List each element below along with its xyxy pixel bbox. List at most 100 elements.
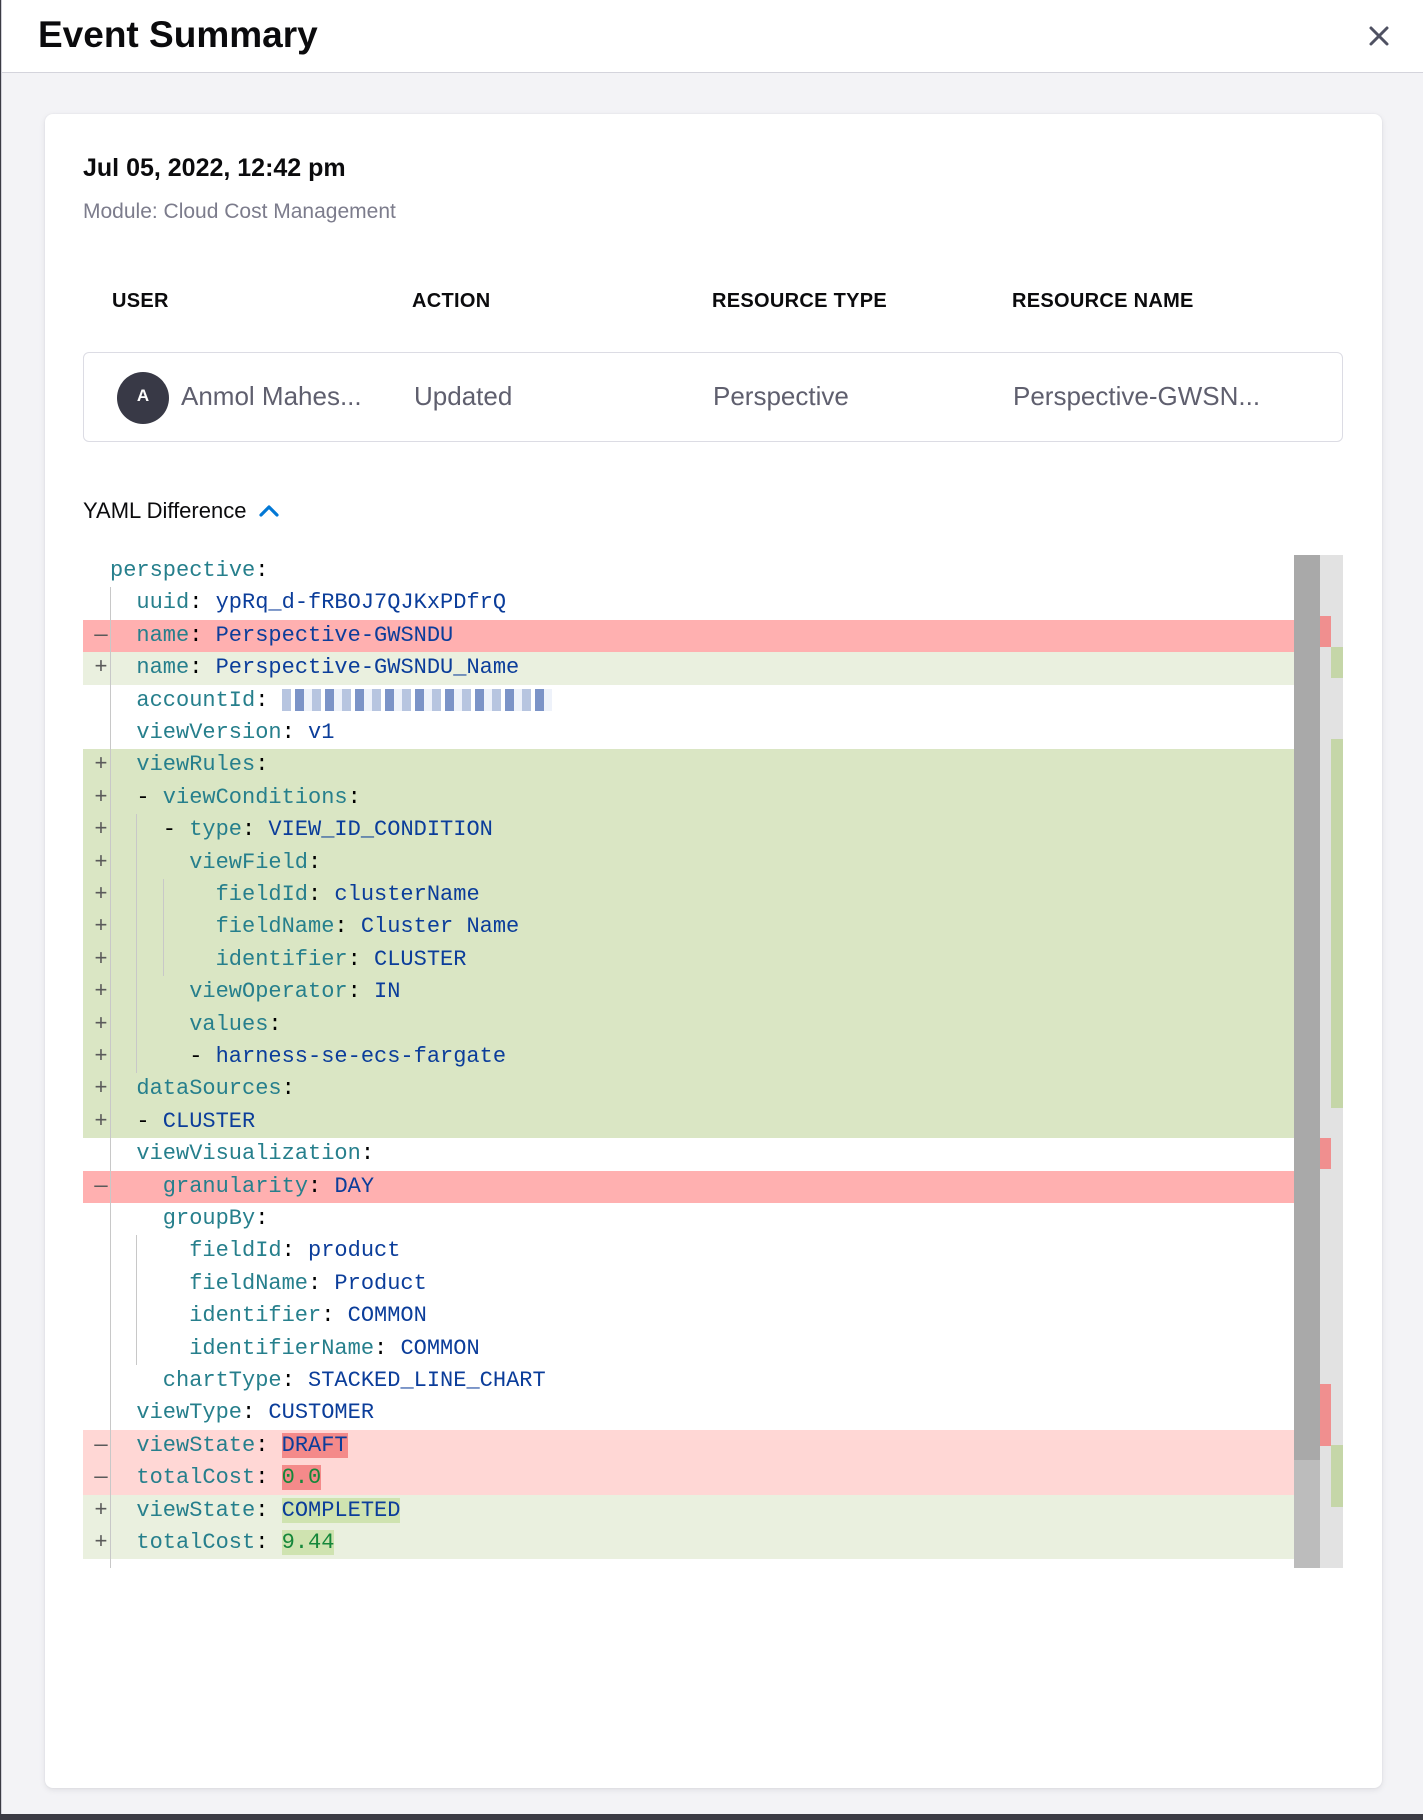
- indent-guide: [162, 879, 164, 977]
- diff-code: perspective:: [110, 555, 282, 587]
- diff-line: —viewState: DRAFT: [83, 1429, 1294, 1463]
- table-row[interactable]: A Anmol Mahes... Updated Perspective Per…: [83, 352, 1343, 442]
- diff-line: +fieldId: clusterName: [83, 879, 1294, 912]
- indent-guide: [136, 814, 138, 1074]
- diff-line: perspective:: [83, 555, 1294, 587]
- diff-marker: —: [94, 1465, 108, 1491]
- yaml-colon: :: [189, 590, 216, 616]
- diff-line: viewVersion: v1: [83, 717, 1294, 749]
- yaml-key: values: [189, 1011, 269, 1037]
- yaml-value: Perspective-GWSNDU: [215, 622, 454, 648]
- yaml-value: CLUSTER: [374, 946, 467, 972]
- cell-user: Anmol Mahes...: [181, 381, 362, 411]
- drawer-header: Event Summary: [2, 0, 1423, 73]
- diff-code: identifierName: COMMON: [189, 1333, 479, 1365]
- diff-scrollbar-thumb[interactable]: [1294, 555, 1320, 1460]
- cell-action: Updated: [414, 381, 513, 411]
- yaml-key: viewConditions: [162, 784, 348, 810]
- diff-line: accountId:: [83, 685, 1294, 717]
- close-button[interactable]: [1363, 20, 1395, 52]
- yaml-colon: :: [360, 1141, 388, 1167]
- diff-code: viewVersion: v1: [136, 717, 334, 749]
- column-resource-name: RESOURCE NAME: [1012, 290, 1194, 312]
- diff-line: —totalCost: 0.0: [83, 1462, 1294, 1495]
- yaml-key: fieldId: [215, 882, 309, 907]
- yaml-key: uuid: [136, 590, 190, 616]
- diff-line: +- harness-se-ecs-fargate: [83, 1041, 1294, 1074]
- yaml-colon: :: [374, 1335, 401, 1361]
- close-icon: [1369, 26, 1389, 46]
- diff-code: viewState: COMPLETED: [136, 1495, 401, 1527]
- overview-addition-marker: [1331, 892, 1343, 924]
- event-card: Jul 05, 2022, 12:42 pm Module: Cloud Cos…: [45, 114, 1382, 1788]
- yaml-colon: :: [308, 849, 335, 875]
- diff-code: totalCost: 9.44: [136, 1527, 335, 1559]
- yaml-key: name: [136, 655, 190, 681]
- yaml-colon: :: [255, 558, 282, 583]
- yaml-key: perspective: [110, 558, 256, 583]
- diff-marker: +: [94, 1530, 108, 1555]
- yaml-value: DAY: [334, 1173, 375, 1199]
- yaml-colon: :: [255, 752, 282, 778]
- yaml-colon: :: [189, 655, 216, 681]
- diff-code: - CLUSTER: [136, 1106, 255, 1138]
- yaml-key: viewVersion: [136, 720, 282, 745]
- yaml-value: product: [308, 1238, 401, 1264]
- yaml-list-dash: -: [136, 784, 163, 810]
- diff-line: [83, 1559, 1294, 1568]
- diff-line: +viewOperator: IN: [83, 976, 1294, 1009]
- yaml-key: totalCost: [136, 1465, 256, 1491]
- diff-code: viewRules:: [136, 749, 281, 781]
- yaml-list-dash: -: [136, 1108, 163, 1134]
- overview-deletion-marker: [1320, 1383, 1331, 1415]
- yaml-key: fieldId: [189, 1238, 282, 1264]
- diff-code: chartType: STACKED_LINE_CHART: [163, 1365, 546, 1397]
- diff-line: —granularity: DAY: [83, 1170, 1294, 1203]
- diff-code: groupBy:: [163, 1203, 282, 1235]
- yaml-value: IN: [374, 979, 401, 1005]
- yaml-value: harness-se-ecs-fargate: [215, 1044, 507, 1069]
- yaml-diff-editor[interactable]: perspective: uuid: ypRq_d-fRBOJ7QJKxPDfr…: [83, 555, 1343, 1568]
- yaml-key: accountId: [136, 687, 256, 713]
- diff-line: +- CLUSTER: [83, 1105, 1294, 1139]
- diff-marker: +: [94, 849, 108, 875]
- yaml-difference-toggle[interactable]: YAML Difference: [83, 498, 280, 524]
- yaml-colon: :: [281, 720, 309, 745]
- overview-addition-marker: [1331, 1076, 1343, 1108]
- diff-line: +- type: VIEW_ID_CONDITION: [83, 814, 1294, 847]
- yaml-value: VIEW_ID_CONDITION: [268, 817, 493, 843]
- table-header: USER ACTION RESOURCE TYPE RESOURCE NAME: [83, 290, 1343, 330]
- diff-overview-ruler: [1320, 555, 1343, 1568]
- yaml-value: STACKED_LINE_CHART: [308, 1368, 546, 1393]
- diff-line: +name: Perspective-GWSNDU_Name: [83, 652, 1294, 685]
- yaml-key: identifier: [189, 1303, 322, 1329]
- yaml-colon: :: [242, 1400, 269, 1426]
- yaml-colon: :: [255, 687, 282, 713]
- yaml-value: clusterName: [334, 882, 480, 907]
- diff-line: —name: Perspective-GWSNDU: [83, 619, 1294, 653]
- yaml-key: granularity: [162, 1173, 309, 1199]
- diff-code: - type: VIEW_ID_CONDITION: [163, 814, 493, 846]
- diff-code: - harness-se-ecs-fargate: [189, 1041, 506, 1073]
- diff-code: values:: [189, 1009, 295, 1041]
- yaml-list-dash: -: [189, 1044, 216, 1069]
- overview-addition-marker: [1331, 1015, 1343, 1047]
- diff-code: identifier: COMMON: [189, 1300, 427, 1332]
- yaml-colon: :: [189, 622, 216, 648]
- diff-marker: +: [94, 655, 108, 681]
- diff-line: + totalCost: 9.44: [83, 1527, 1294, 1560]
- diff-line: +viewField:: [83, 846, 1294, 879]
- overview-addition-marker: [1331, 831, 1343, 863]
- diff-line: +identifier: CLUSTER: [83, 943, 1294, 977]
- yaml-value: Cluster Name: [360, 914, 520, 940]
- yaml-colon: :: [255, 1497, 282, 1523]
- diff-code: viewType: CUSTOMER: [136, 1397, 374, 1429]
- yaml-key: fieldName: [189, 1270, 309, 1296]
- diff-code: fieldName: Cluster Name: [216, 911, 520, 943]
- diff-marker: +: [94, 1497, 108, 1523]
- diff-marker: +: [94, 784, 108, 810]
- yaml-value: CLUSTER: [162, 1108, 256, 1134]
- event-date: Jul 05, 2022, 12:42 pm: [83, 154, 346, 182]
- diff-line: fieldName: Product: [83, 1268, 1294, 1300]
